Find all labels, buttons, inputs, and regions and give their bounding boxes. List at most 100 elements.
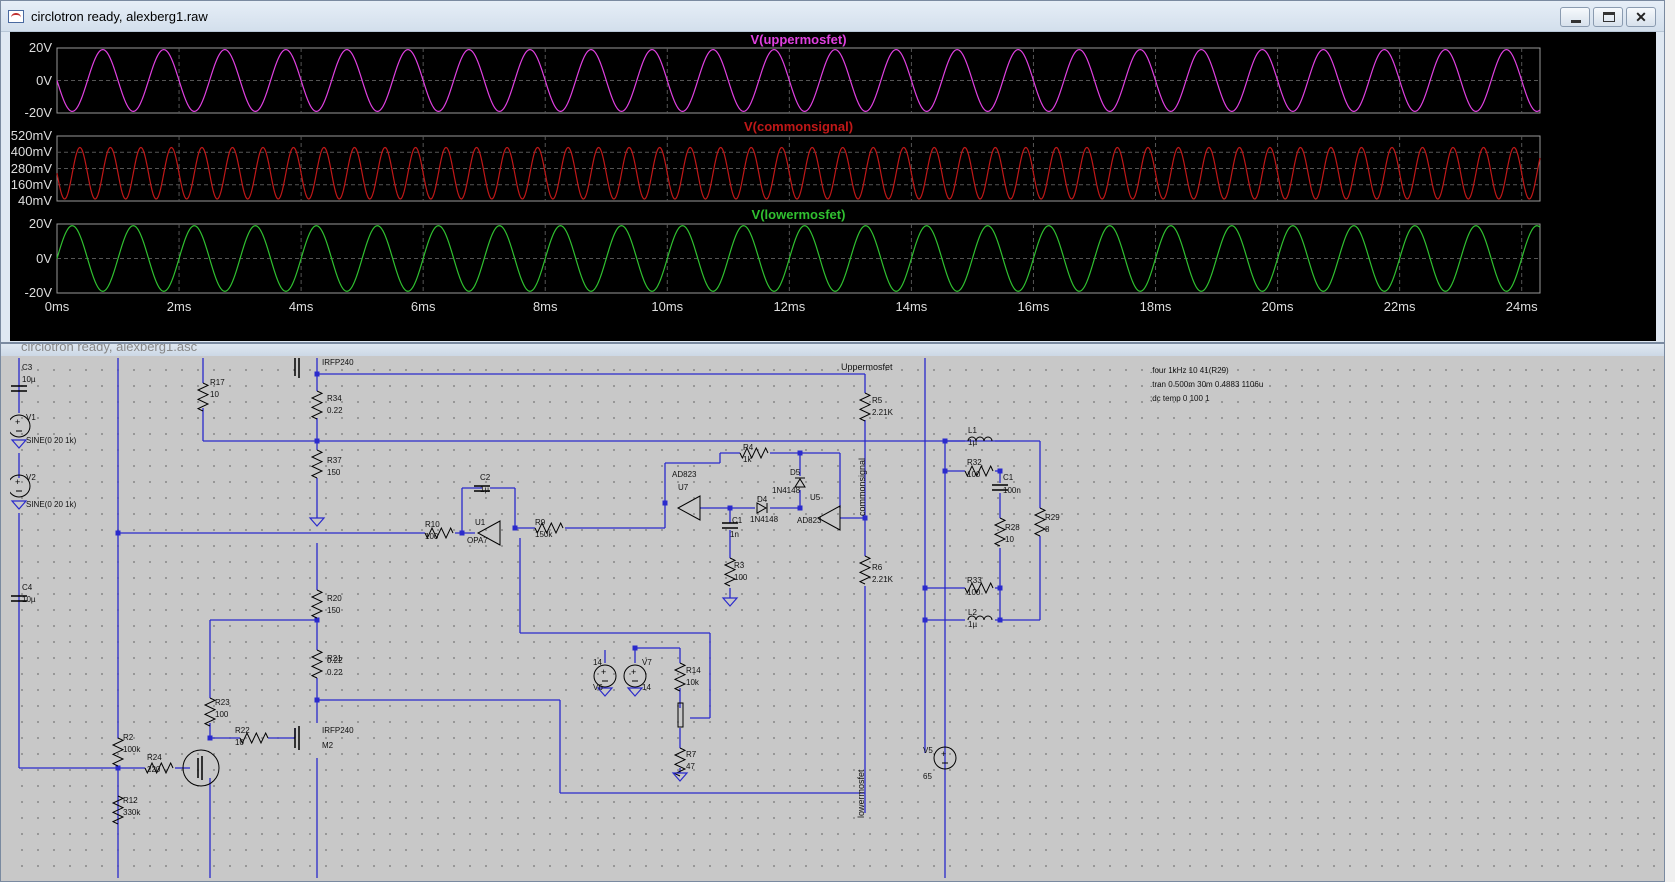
series-line [56,225,1541,292]
resistor-symbol [111,795,125,825]
schematic-label: R32 [967,458,982,467]
ground-symbol [10,439,28,449]
resistor-symbol [111,737,125,767]
y-tick-label: 40mV [18,193,52,208]
schematic-label: 1N4148 [750,515,779,524]
schematic-label: U1 [475,518,486,527]
schematic-label: L2 [968,608,977,617]
waveform-titlebar[interactable]: circlotron ready, alexberg1.raw ✕ [1,1,1664,32]
resistor-symbol [964,464,994,478]
ground-symbol [671,772,689,782]
y-tick-label: 0V [36,250,52,266]
close-button[interactable]: ✕ [1626,7,1656,27]
inductor-symbol [967,615,993,621]
maximize-button[interactable] [1593,7,1623,27]
junction-dot [862,515,868,521]
schematic-label: R5 [872,396,883,405]
diode-symbol [794,477,806,488]
schematic-titlebar[interactable]: circlotron ready, alexberg1.asc [1,344,1664,356]
schematic-label: R10 [425,520,440,529]
x-tick-label: 4ms [288,299,314,314]
schematic-label: 2.21K [872,408,893,417]
voltage-source-plus: + [941,749,946,759]
pane-title: V(uppermosfet) [750,32,847,47]
schematic-label: R21 [327,654,342,663]
opamp-symbol [476,520,501,546]
voltage-source-symbol [623,664,647,688]
junction-dot [459,530,465,536]
resistor-symbol [310,390,324,420]
schematic-wires[interactable]: +++++ [10,358,1658,878]
resistor-symbol [858,555,872,585]
series-line [56,146,1541,200]
ground-symbol [308,517,326,527]
x-tick-label: 2ms [166,299,192,314]
junction-dot [797,450,803,456]
resistor-symbol [1033,507,1047,537]
resistor-symbol [424,526,454,540]
schematic-label: C1 [1003,473,1014,482]
schematic-label: IRFP240 [322,358,354,367]
schematic-label: .tran 0 500m 30m 0.4883 1106u [1150,380,1264,389]
schematic-label: U7 [678,483,689,492]
schematic-label: Uppermosfet [841,362,893,372]
schematic-label: 1µ [480,485,490,494]
resistor-symbol [196,382,210,412]
waveform-app-icon [8,10,24,23]
y-tick-label: 400mV [10,144,52,160]
junction-dot [942,468,948,474]
y-tick-label: 280mV [10,160,52,176]
schematic-label: U5 [810,493,821,502]
schematic-label: 1µ [968,620,978,629]
voltage-source-symbol [10,414,31,438]
schematic-label: 10µ [22,375,36,384]
resistor-symbol [310,649,324,679]
schematic-label: 10 [235,738,244,747]
voltage-source-plus: + [601,667,606,677]
schematic-label: V6 [593,683,603,692]
junction-dot [922,617,928,623]
schematic-label: 100 [425,532,439,541]
schematic-title: circlotron ready, alexberg1.asc [21,344,198,354]
schematic-label: L1 [968,426,977,435]
schematic-label: R4 [743,443,754,452]
schematic-label: D4 [757,495,768,504]
junction-dot [922,585,928,591]
maximize-icon [1603,12,1615,22]
schematic-label: V2 [26,473,36,482]
schematic-label: R9 [535,518,546,527]
schematic-label: R17 [210,378,225,387]
voltage-source-symbol [10,474,31,498]
junction-dot [207,735,213,741]
voltage-source-plus: + [15,417,20,427]
junction-dot [632,645,638,651]
waveform-window: circlotron ready, alexberg1.raw ✕ 20V 0V -… [0,0,1665,343]
resistor-symbol [534,521,564,535]
x-tick-label: 22ms [1383,299,1416,314]
ground-symbol [721,597,739,607]
junction-dot [512,525,518,531]
schematic-label: V5 [923,746,933,755]
schematic-label: R22 [235,726,250,735]
opamp-symbol [676,495,701,521]
schematic-label: C3 [22,363,33,372]
ground-symbol [10,500,28,510]
schematic-label: R12 [123,796,138,805]
waveform-plot[interactable] [10,32,1656,341]
resistor-symbol [673,662,687,692]
resistor-symbol [858,392,872,422]
schematic-label: .four 1kHz 10 41(R29) [1150,366,1229,375]
junction-dot [942,438,948,444]
schematic-label: 100 [967,588,981,597]
schematic-label: 0.22 [327,668,343,677]
x-tick-label: 24ms [1505,299,1538,314]
minimize-button[interactable] [1560,7,1590,27]
resistor-symbol [144,761,174,775]
junction-dot [115,765,121,771]
y-tick-label: 20V [28,40,52,55]
y-tick-label: -20V [24,285,52,300]
y-tick-label: 160mV [10,176,52,192]
